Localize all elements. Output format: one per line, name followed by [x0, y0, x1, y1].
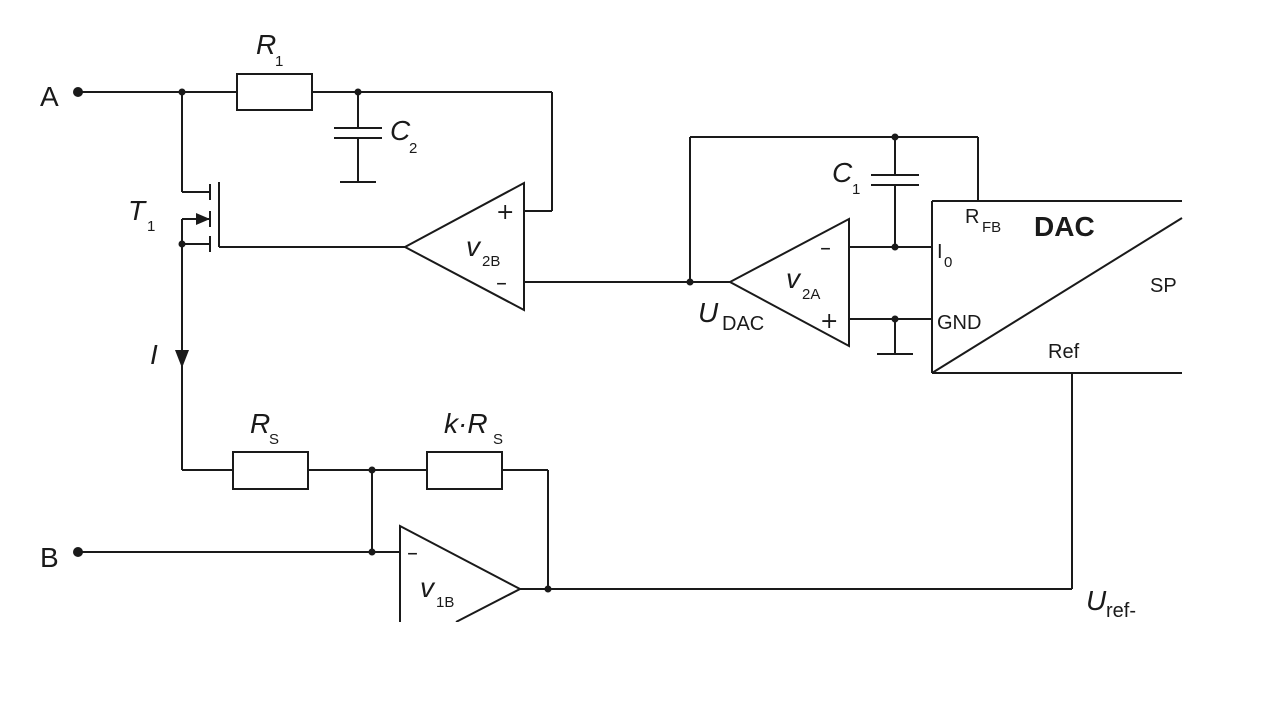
wires — [78, 91, 1073, 590]
v2b-label: v — [466, 231, 482, 262]
capacitor-c2 — [334, 127, 382, 139]
krs-label: k·R — [444, 408, 488, 439]
dac-io-sub: 0 — [944, 254, 952, 271]
junction-dot — [686, 278, 694, 286]
dac-rfb-sub: FB — [982, 219, 1001, 236]
terminal-b-label: B — [40, 542, 59, 573]
opamp-v2a — [727, 217, 850, 348]
t1-label: T — [128, 195, 147, 226]
junction-dot — [544, 585, 552, 593]
transistor-t1 — [196, 184, 211, 252]
terminal-b-dot — [73, 547, 83, 557]
v2a-minus: – — [820, 236, 831, 261]
resistor-krs — [426, 451, 503, 490]
terminal-a-dot — [73, 87, 83, 97]
uref-label: U — [1086, 585, 1107, 616]
current-arrow — [175, 350, 189, 368]
v1b-sub: 1B — [436, 594, 454, 611]
t1-sub: 1 — [147, 218, 155, 235]
resistor-rs — [232, 451, 309, 490]
junction-dot — [368, 548, 376, 556]
resistor-r1 — [236, 73, 313, 111]
dac-block — [931, 200, 1183, 374]
v2b-plus: + — [496, 200, 514, 225]
c1-label: C — [832, 157, 853, 188]
r1-sub: 1 — [275, 53, 283, 70]
opamp-v2b — [402, 181, 525, 312]
c2-label: C — [390, 115, 411, 146]
junction-dot — [891, 315, 899, 323]
c1-sub: 1 — [852, 181, 860, 198]
junction-dot — [178, 88, 186, 96]
opamp-v1b — [399, 524, 523, 623]
c2-sub: 2 — [409, 140, 417, 157]
v1b-minus: – — [407, 541, 418, 566]
v1b-label: v — [420, 572, 436, 603]
v2b-minus: – — [496, 271, 507, 296]
v2a-plus: + — [820, 309, 838, 334]
dac-sp-label: SP — [1150, 275, 1177, 297]
uref-sub: ref- — [1106, 600, 1136, 622]
r1-label: R — [256, 29, 276, 60]
current-label: I — [150, 339, 158, 370]
bottom-margin — [380, 622, 580, 719]
udac-label: U — [698, 297, 719, 328]
rs-label: R — [250, 408, 270, 439]
junction-dot — [891, 133, 899, 141]
v2a-sub: 2A — [802, 286, 820, 303]
dac-io-label: I — [937, 241, 943, 263]
rs-sub: S — [269, 431, 279, 448]
dac-ref-label: Ref — [1048, 341, 1080, 363]
udac-sub: DAC — [722, 313, 764, 335]
krs-sub: S — [493, 431, 503, 448]
v2b-sub: 2B — [482, 253, 500, 270]
dac-title: DAC — [1034, 211, 1095, 242]
v2a-label: v — [786, 263, 802, 294]
junction-dot — [368, 466, 376, 474]
junction-dot — [891, 243, 899, 251]
terminal-a-label: A — [40, 81, 59, 112]
dac-rfb-label: R — [965, 206, 979, 228]
junction-dot — [178, 240, 186, 248]
capacitor-c1 — [871, 174, 919, 186]
dac-gnd-label: GND — [937, 312, 981, 334]
junction-dot — [354, 88, 362, 96]
